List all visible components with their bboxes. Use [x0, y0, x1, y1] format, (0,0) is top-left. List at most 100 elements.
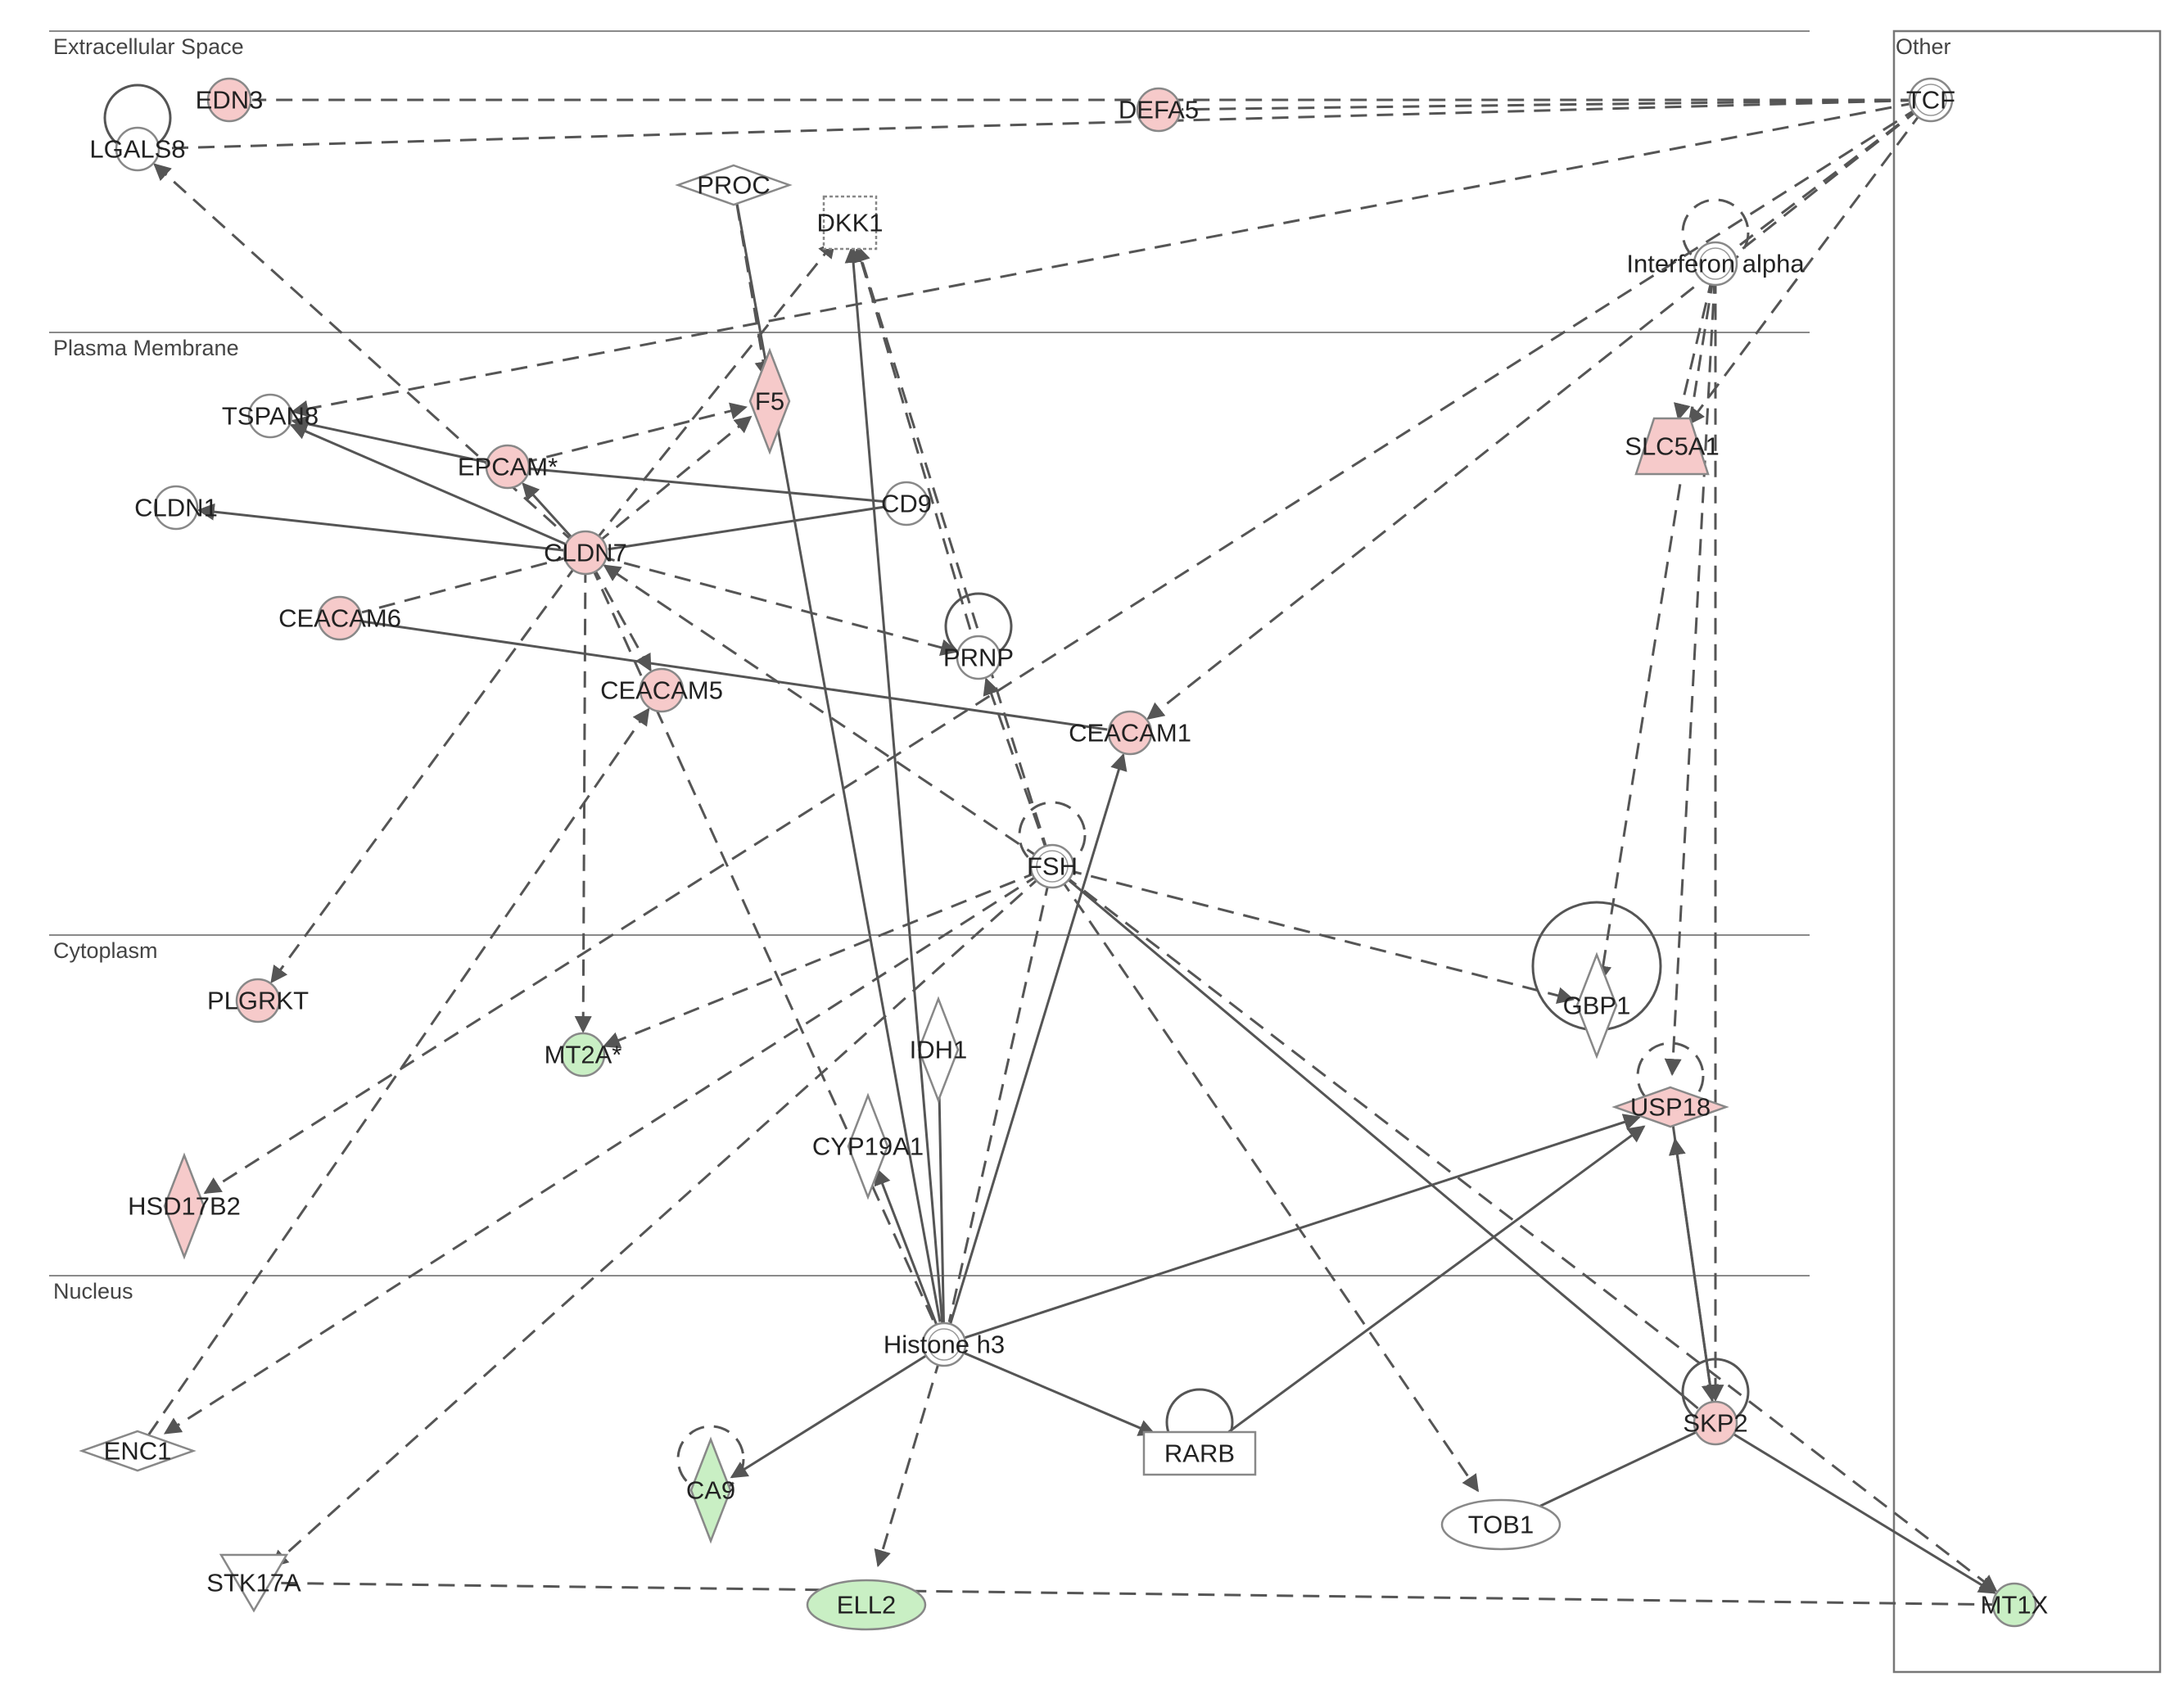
- edge-fsh-tob1: [1059, 877, 1480, 1493]
- edge-h3-idh1: [938, 1073, 946, 1331]
- edge-mt1x-stk17a: [278, 1581, 2001, 1606]
- node-shape-mt2a: [560, 1032, 606, 1078]
- region-label-cytoplasm: Cytoplasm: [53, 938, 158, 963]
- node-ceacam6[interactable]: CEACAM6: [278, 595, 401, 641]
- node-label-ca9: CA9: [686, 1476, 735, 1505]
- node-cyp19a1[interactable]: CYP19A1: [812, 1092, 924, 1200]
- node-shape-epcam: [485, 444, 531, 490]
- edge-fsh-stk17a: [270, 874, 1043, 1568]
- node-usp18[interactable]: USP18: [1611, 1086, 1729, 1128]
- node-h3[interactable]: Histone h3: [884, 1322, 1005, 1367]
- node-tcf[interactable]: TCF: [1906, 77, 1955, 123]
- node-shape-cd9: [884, 481, 929, 526]
- node-skp2[interactable]: SKP2: [1683, 1400, 1748, 1446]
- edge-fsh-prnp: [983, 677, 1049, 854]
- node-shape-ceacam5: [639, 667, 685, 713]
- node-ifna[interactable]: Interferon alpha: [1626, 241, 1805, 287]
- node-shape-edn3: [206, 77, 252, 123]
- edge-cldn7-ceacam6: [361, 554, 573, 614]
- node-mt2a[interactable]: MT2A*: [545, 1032, 622, 1078]
- node-ceacam1[interactable]: CEACAM1: [1069, 710, 1191, 756]
- node-cldn7[interactable]: CLDN7: [544, 530, 627, 576]
- node-ca9[interactable]: CA9: [686, 1436, 735, 1544]
- node-shape-f5: [748, 347, 791, 455]
- self-loop-ifna: [1681, 198, 1750, 267]
- node-plgrkt[interactable]: PLGRKT: [207, 978, 309, 1023]
- node-label-tob1: TOB1: [1468, 1511, 1534, 1539]
- node-mt1x[interactable]: MT1X: [1981, 1582, 2049, 1628]
- edge-rarb-usp18: [1223, 1125, 1646, 1437]
- node-shape-lgals8: [115, 126, 160, 172]
- node-shape-gbp1: [1575, 951, 1618, 1060]
- edge-tcf-slc5a1: [1688, 110, 1924, 426]
- edge-cldn7-tspan8: [289, 423, 574, 549]
- node-shape-skp2: [1693, 1400, 1738, 1446]
- node-fsh[interactable]: FSH: [1027, 843, 1078, 889]
- node-prnp[interactable]: PRNP: [943, 635, 1014, 680]
- edge-fsh-h3: [947, 879, 1051, 1323]
- compartment-regions: Extracellular Space Plasma Membrane Cyto…: [49, 29, 2162, 1674]
- other-region-box: [1892, 29, 2162, 1674]
- node-tob1[interactable]: TOB1: [1440, 1498, 1562, 1551]
- node-ceacam5[interactable]: CEACAM5: [600, 667, 723, 713]
- node-shape-cyp19a1: [847, 1092, 889, 1200]
- node-shape-hsd17b2: [163, 1152, 206, 1260]
- self-loop-usp18: [1636, 1042, 1705, 1110]
- node-label-mt1x: MT1X: [1981, 1591, 2049, 1620]
- edge-h3-ceacam1: [947, 752, 1128, 1332]
- edge-fsh-dkk1: [853, 244, 1050, 854]
- node-gbp1[interactable]: GBP1: [1563, 951, 1631, 1060]
- edge-epcam-tspan8: [291, 415, 495, 465]
- node-lgals8[interactable]: LGALS8: [89, 126, 186, 172]
- node-edn3[interactable]: EDN3: [196, 77, 264, 123]
- node-label-lgals8: LGALS8: [89, 135, 185, 164]
- node-defa5[interactable]: DEFA5: [1119, 87, 1199, 133]
- node-proc[interactable]: PROC: [675, 164, 793, 206]
- edge-ifna-usp18: [1664, 277, 1716, 1077]
- node-label-h3: Histone h3: [884, 1331, 1005, 1359]
- node-shape-tob1: [1440, 1498, 1562, 1551]
- node-shape-ceacam1: [1107, 710, 1153, 756]
- node-f5[interactable]: F5: [748, 347, 791, 455]
- node-label-mt2a: MT2A*: [545, 1041, 622, 1069]
- node-dkk1[interactable]: DKK1: [817, 195, 884, 251]
- node-stk17a[interactable]: STK17A: [206, 1553, 301, 1613]
- node-label-gbp1: GBP1: [1563, 992, 1631, 1020]
- node-epcam[interactable]: EPCAM*: [458, 444, 558, 490]
- node-label-cd9: CD9: [881, 490, 932, 518]
- node-label-ceacam5: CEACAM5: [600, 676, 723, 705]
- node-shape-cldn7: [563, 530, 608, 576]
- node-shape-defa5: [1136, 87, 1182, 133]
- edge-ifna-gbp1: [1594, 277, 1715, 983]
- node-label-skp2: SKP2: [1683, 1409, 1747, 1438]
- region-label-nucleus: Nucleus: [53, 1279, 133, 1304]
- edge-dkk1-prnp: [852, 236, 974, 636]
- node-label-dkk1: DKK1: [817, 209, 884, 237]
- edges: [147, 98, 2001, 1606]
- edge-fsh-gbp1: [1064, 868, 1575, 1005]
- node-shape-slc5a1: [1634, 417, 1710, 476]
- edge-h3-ell2: [874, 1357, 942, 1568]
- node-label-prnp: PRNP: [943, 644, 1014, 672]
- node-cd9[interactable]: CD9: [881, 481, 932, 526]
- node-hsd17b2[interactable]: HSD17B2: [128, 1152, 241, 1260]
- edge-tcf-defa5: [1181, 98, 1918, 111]
- node-idh1[interactable]: IDH1: [910, 996, 968, 1104]
- edge-tcf-lgals8: [160, 98, 1918, 150]
- node-cldn1[interactable]: CLDN1: [134, 485, 218, 531]
- node-label-stk17a: STK17A: [206, 1569, 301, 1597]
- node-ell2[interactable]: ELL2: [806, 1579, 927, 1631]
- node-label-ell2: ELL2: [837, 1591, 896, 1620]
- node-rarb[interactable]: RARB: [1142, 1430, 1257, 1476]
- edge-cldn7-epcam: [522, 482, 577, 544]
- edge-h3-ca9: [730, 1350, 933, 1479]
- node-enc1[interactable]: ENC1: [79, 1430, 197, 1472]
- node-label-tcf: TCF: [1906, 86, 1955, 115]
- node-tspan8[interactable]: TSPAN8: [222, 393, 319, 439]
- node-shape-idh1: [917, 996, 960, 1104]
- self-loop-fsh: [1018, 801, 1087, 870]
- edge-cldn7-dkk1: [593, 240, 836, 543]
- node-shape-enc1: [79, 1430, 197, 1472]
- node-slc5a1[interactable]: SLC5A1: [1625, 417, 1720, 476]
